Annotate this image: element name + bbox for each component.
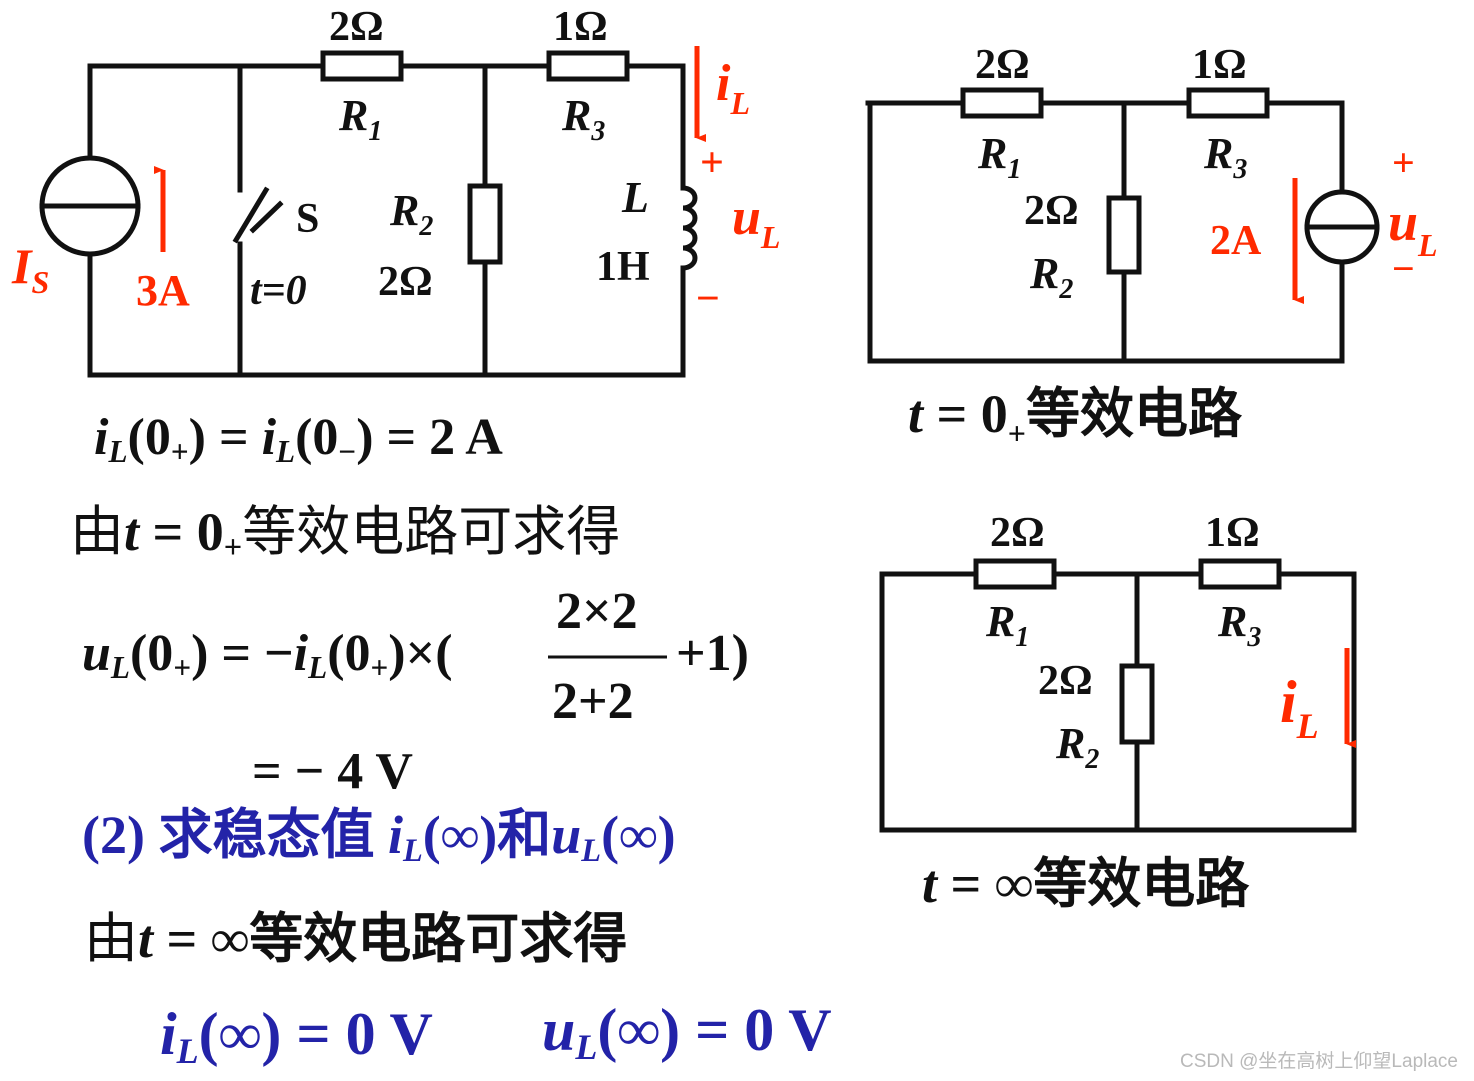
main-circuit: 2Ω R1 1Ω R3 R2 2Ω iL + uL − L 1H S t=0 I… [11,4,780,378]
circuit-inf-wire [879,571,1357,833]
r1-label: R1 [977,129,1021,185]
r1-value: 2Ω [975,42,1030,88]
r2-label: R2 [1029,249,1073,305]
l-value: 1H [596,244,650,290]
ul-plus: + [1392,140,1415,185]
resistor-r1 [960,87,1044,119]
top-wire [87,63,686,191]
r1-value: 2Ω [990,510,1045,556]
r2-value: 2Ω [378,259,433,305]
outer-wire [87,63,686,378]
caption-inf: t = ∞等效电路 [922,854,1250,914]
inductor-coil [680,185,698,271]
eq-ul-result: = − 4 V [252,743,413,800]
il-label: iL [1280,669,1319,746]
r1-label: R1 [338,91,382,147]
eq-il-inf: iL(∞) = 0 V [160,1001,433,1071]
r1-label: R1 [985,597,1029,653]
heading-steady-state: (2) 求稳态值 iL(∞)和uL(∞) [82,805,676,870]
caption-0plus: t = 0+等效电路 [908,384,1243,451]
fraction-denominator: 2+2 [552,673,634,730]
r3-value: 1Ω [553,4,608,50]
ul-minus: − [1392,246,1415,291]
switch-label: S [296,196,319,242]
r3-value: 1Ω [1205,510,1260,556]
switch-time: t=0 [250,268,307,314]
il-label: iL [716,55,750,121]
resistor-r3 [546,50,630,82]
eq-ul-0plus: uL(0+) = −iL(0+)×( [82,625,453,685]
l-label: L [621,173,649,222]
switch-blade [232,186,270,244]
resistor-r1 [320,50,404,82]
resistor-r2 [1119,663,1155,745]
ul-label: uL [732,189,780,255]
is-value: 3A [136,266,190,315]
is-label: IS [11,238,49,300]
r2-value: 2Ω [1038,658,1093,704]
ul-minus: − [696,276,720,322]
r3-label: R3 [561,91,605,147]
r3-label: R3 [1217,597,1261,653]
eq-ul-inf: uL(∞) = 0 V [542,997,832,1067]
r2-label: R2 [1055,719,1099,775]
fraction-numerator: 2×2 [556,583,638,640]
circuit-0plus: 2Ω R1 1Ω R3 2Ω R2 2A + uL − t = 0+等效电路 [865,42,1438,451]
resistor-r2 [1106,195,1142,275]
watermark: CSDN @坐在高树上仰望Laplace [1180,1051,1458,1072]
circuit-inf: 2Ω R1 1Ω R3 2Ω R2 iL t = ∞等效电路 [879,510,1357,914]
r3-label: R3 [1203,129,1247,185]
ul-plus: + [700,140,724,186]
r2-label: R2 [389,186,433,242]
r2-value: 2Ω [1024,188,1079,234]
ul-label: uL [1388,192,1438,263]
eq-il-0plus: iL(0+) = iL(0−) = 2 A [94,409,503,469]
r1-value: 2Ω [329,4,384,50]
resistor-r2 [467,183,503,265]
text-from-inf: 由t = ∞等效电路可求得 [84,909,628,969]
switch-mark [249,200,284,234]
source-value: 2A [1210,218,1262,264]
r3-value: 1Ω [1192,42,1247,88]
circuit-0plus-wire [865,100,1345,364]
resistor-r3 [1186,87,1270,119]
resistor-r1 [973,558,1057,590]
eq-ul-tail: +1) [676,625,749,682]
resistor-r3 [1198,558,1282,590]
text-from-0plus: 由t = 0+等效电路可求得 [70,502,621,567]
